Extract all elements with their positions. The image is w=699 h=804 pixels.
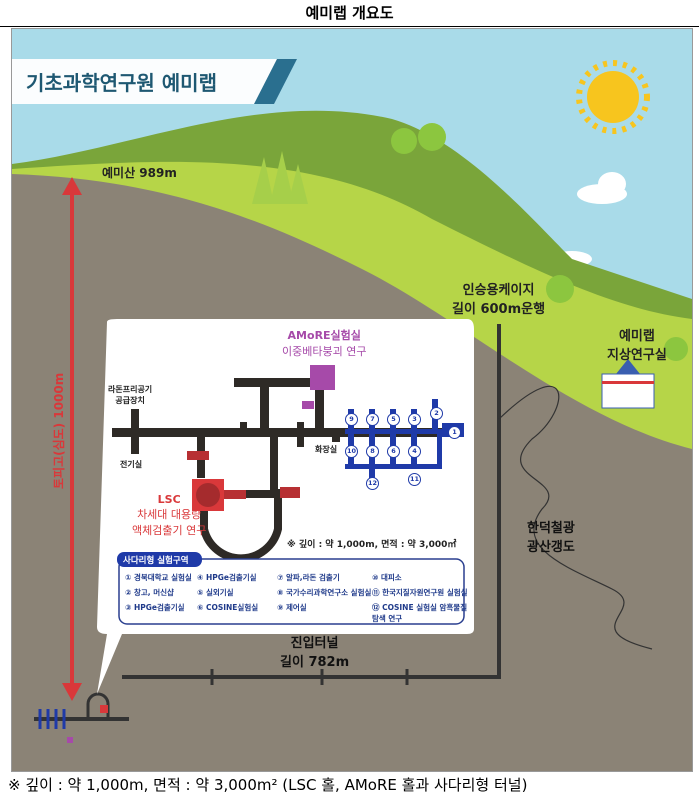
legend-item: ① 경북대학교 실험실 [125, 573, 192, 582]
area-note: ※ 깊이 : 약 1,000m, 면적 : 약 3,000㎡ [287, 540, 457, 550]
radon-line-1: 라돈프리공기 [108, 385, 153, 394]
lsc-title: LSC [157, 493, 181, 506]
lab-number-7: 7 [366, 413, 379, 426]
legend-item: ⑫ COSINE 실험실 암흑물질탐색 연구 [372, 603, 468, 623]
electric-room-label: 전기실 [120, 460, 143, 469]
cage-line-1: 인승용케이지 [462, 283, 535, 298]
lab-number-6: 6 [387, 445, 400, 458]
toilet-label: 화장실 [315, 445, 338, 454]
caption: ※ 깊이 : 약 1,000m, 면적 : 약 3,000m² (LSC 홀, … [8, 776, 528, 794]
lab-number-10: 10 [345, 445, 358, 458]
lab-number-2: 2 [430, 407, 443, 420]
amore-sub: 이중베타붕괴 연구 [282, 345, 367, 358]
lab-number-3: 3 [408, 413, 421, 426]
legend-item: ⑥ COSINE실험실 [197, 603, 259, 612]
tunnel-line-1: 진입터널 [290, 636, 339, 651]
surface-lab-line-1: 예미랩 [618, 329, 655, 344]
lab-number-1: 1 [448, 426, 461, 439]
page-title: 예미랩 개요도 [0, 0, 699, 27]
tunnel-line-2: 길이 782m [280, 655, 350, 670]
diagram-frame: 기초과학연구원 예미랩 예미산 989m 토피고(심도) 1000m 인승용케이… [11, 28, 693, 772]
cage-line-2: 길이 600m운행 [452, 302, 546, 317]
lsc-sub2: 액체검출기 연구 [132, 524, 207, 537]
legend-title: 사다리형 실험구역 [123, 556, 189, 566]
lsc-sub1: 차세대 대용량 [137, 508, 202, 521]
lab-number-8: 8 [366, 445, 379, 458]
lab-number-12: 12 [366, 477, 379, 490]
lab-number-4: 4 [408, 445, 421, 458]
legend-item: ⑧ 국가수리과학연구소 실험실 [277, 588, 372, 597]
legend-list: ① 경북대학교 실험실 ② 창고, 머신샵 ③ HPGe검출기실 ④ HPGe검… [125, 572, 472, 623]
legend-item: ⑨ 제어실 [277, 603, 307, 612]
legend-item: ⑦ 알파,라돈 검출기 [277, 573, 340, 582]
lab-number-5: 5 [387, 413, 400, 426]
sun-icon [576, 60, 650, 134]
radon-line-2: 공급장치 [115, 396, 145, 405]
legend-item: ⑤ 실외기실 [197, 588, 234, 597]
mine-line-2: 광산갱도 [527, 540, 575, 555]
mini-tunnel-map [34, 692, 129, 743]
surface-lab-building-icon [601, 359, 655, 409]
legend-item: ⑪ 한국지질자원연구원 실험실 [372, 588, 468, 597]
depth-label: 토피고(심도) 1000m [52, 372, 66, 489]
surface-lab-line-2: 지상연구실 [607, 348, 667, 363]
banner-title: 기초과학연구원 예미랩 [26, 71, 217, 95]
scene-illustration [12, 29, 692, 771]
legend-item: ③ HPGe검출기실 [125, 603, 185, 612]
legend-item: ② 창고, 머신샵 [125, 588, 174, 597]
amore-title: AMoRE실험실 [287, 329, 361, 342]
lab-number-9: 9 [345, 413, 358, 426]
mountain-label: 예미산 989m [102, 166, 177, 180]
legend-item: ⑩ 대피소 [372, 573, 402, 582]
lab-number-11: 11 [408, 473, 421, 486]
mine-line-1: 한덕철광 [527, 521, 575, 536]
legend-item: ④ HPGe검출기실 [197, 573, 257, 582]
